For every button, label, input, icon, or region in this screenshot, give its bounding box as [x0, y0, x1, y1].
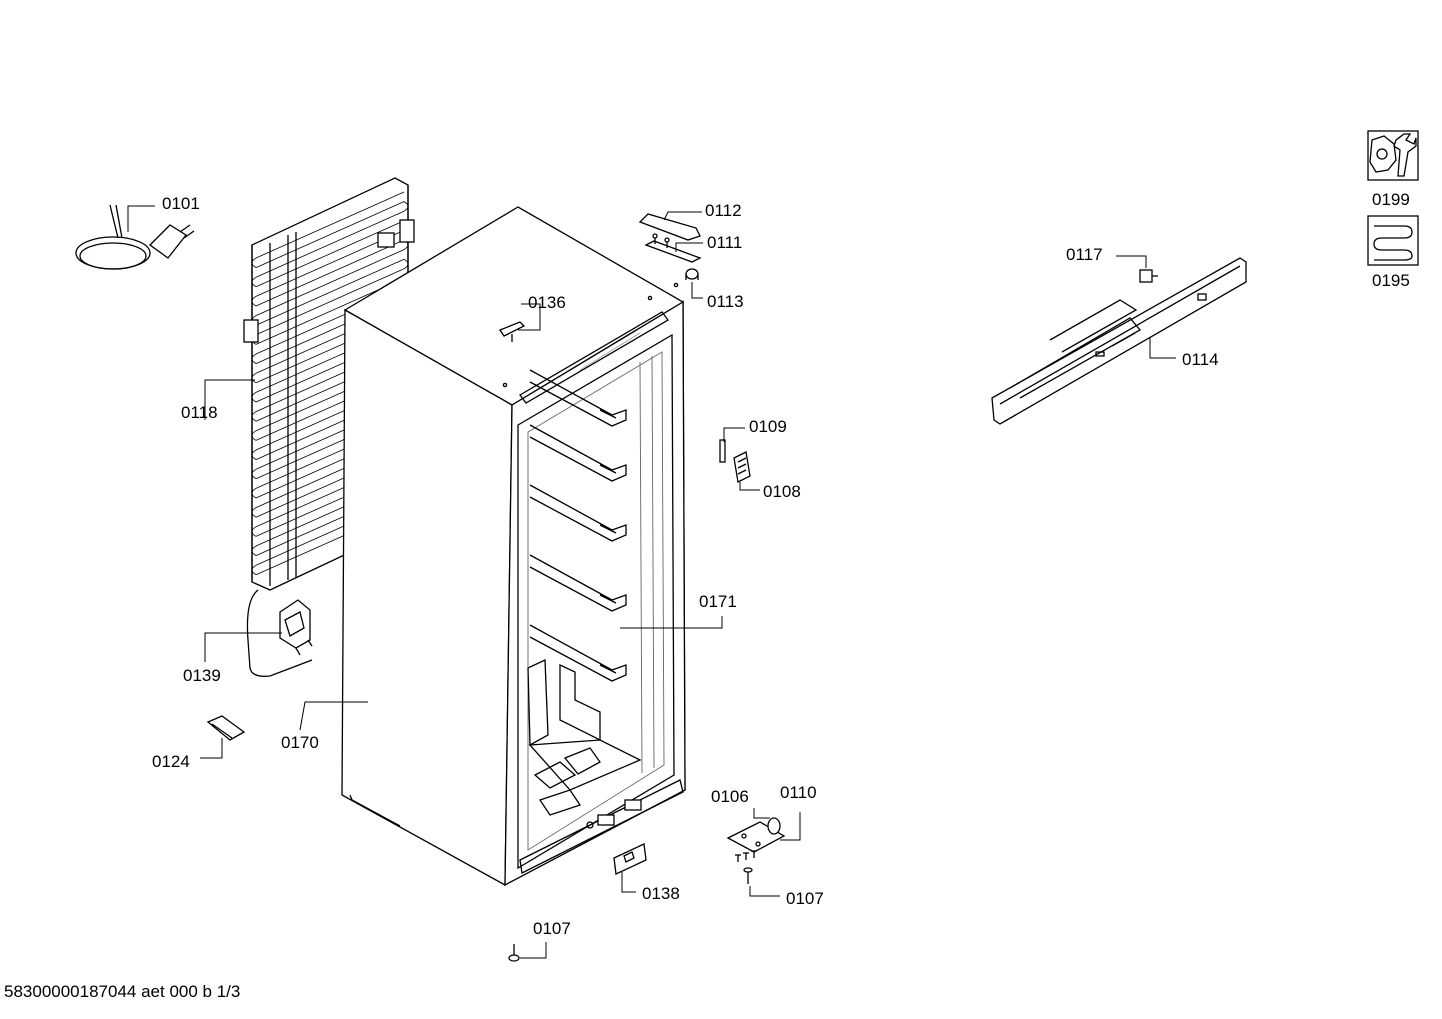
leader-lines — [127, 205, 1176, 959]
part-label-0139[interactable]: 0139 — [183, 666, 221, 685]
compressor-bracket[interactable] — [279, 599, 313, 656]
control-panel[interactable] — [991, 257, 1247, 425]
part-label-0109[interactable]: 0109 — [749, 417, 787, 436]
part-label-0199[interactable]: 0199 — [1372, 190, 1410, 209]
coil-icon — [1367, 215, 1419, 266]
bottom-hinge-assembly[interactable] — [726, 817, 786, 884]
part-label-0113[interactable]: 0113 — [707, 292, 744, 311]
part-label-0171[interactable]: 0171 — [699, 592, 737, 611]
top-hinge-assembly[interactable] — [638, 213, 702, 280]
part-label-0117[interactable]: 0117 — [1066, 245, 1103, 264]
part-label-0195[interactable]: 0195 — [1372, 271, 1410, 290]
part-label-0107-hinge[interactable]: 0107 — [786, 889, 824, 908]
part-label-0112[interactable]: 0112 — [705, 201, 742, 220]
part-label-0138[interactable]: 0138 — [642, 884, 680, 903]
document-id: 58300000187044 aet 000 b 1/3 — [4, 982, 241, 1001]
part-label-0108[interactable]: 0108 — [763, 482, 801, 501]
part-label-0136[interactable]: 0136 — [528, 293, 566, 312]
part-label-0170[interactable]: 0170 — [281, 733, 319, 752]
part-label-0114[interactable]: 0114 — [1182, 350, 1219, 369]
part-label-0111[interactable]: 0111 — [707, 233, 743, 252]
cabinet-body[interactable] — [341, 206, 686, 887]
part-label-0118[interactable]: 0118 — [181, 403, 218, 422]
nut-wrench-icon — [1367, 130, 1419, 181]
leveling-foot[interactable] — [508, 944, 520, 962]
part-label-0107-bottom[interactable]: 0107 — [533, 919, 571, 938]
part-label-0101[interactable]: 0101 — [162, 194, 200, 213]
bottom-cover[interactable] — [613, 843, 647, 875]
lamp-parts[interactable] — [719, 439, 751, 483]
part-label-0106[interactable]: 0106 — [711, 787, 749, 806]
power-cord[interactable] — [75, 204, 195, 270]
door-stop-pin[interactable] — [499, 321, 526, 342]
drain-plate[interactable] — [206, 715, 246, 741]
part-label-0110[interactable]: 0110 — [780, 783, 817, 802]
part-label-0124[interactable]: 0124 — [152, 752, 190, 771]
